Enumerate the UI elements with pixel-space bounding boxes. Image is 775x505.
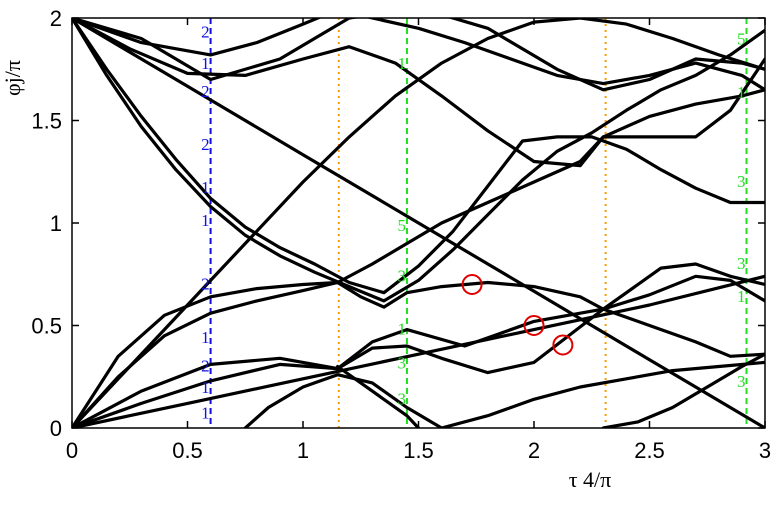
series-line-13 [243, 360, 765, 428]
series-line-8 [72, 57, 765, 428]
annotation-label: 5 [397, 216, 406, 235]
series-line-11 [72, 274, 765, 428]
annotation-label: 1 [201, 211, 210, 230]
highlight-circle-2 [523, 315, 545, 336]
highlight-circle-3 [552, 334, 574, 356]
annotation-label: 1 [201, 404, 210, 423]
x-tick-label: 2.5 [634, 438, 665, 463]
series-line-3 [72, 18, 765, 428]
annotation-label: 5 [737, 30, 746, 49]
annotation-label: 3 [737, 172, 746, 191]
x-tick-label: 1.5 [403, 438, 434, 463]
annotation-label: 2 [201, 135, 210, 154]
series-line-6 [72, 18, 765, 168]
series-line-15 [601, 352, 765, 428]
y-tick-label: 1 [50, 211, 62, 236]
annotation-label: 1 [397, 54, 406, 73]
y-axis-label: φj/π [0, 60, 25, 96]
y-tick-label: 0.5 [31, 314, 62, 339]
series-line-12 [72, 262, 765, 428]
series-line-5 [72, 18, 765, 92]
annotation-label: 3 [397, 266, 406, 285]
axis-ticks: 0 0.5 1 1.5 2 2.5 3 0 0.5 1 1.5 2 [31, 6, 771, 463]
annotation-label: 3 [737, 372, 746, 391]
x-tick-label: 1 [297, 438, 309, 463]
annotation-label: 2 [201, 22, 210, 41]
y-tick-label: 1.5 [31, 109, 62, 134]
annotation-label: 1 [397, 320, 406, 339]
annotation-label: 1 [201, 378, 210, 397]
annotation-label: 3 [737, 254, 746, 273]
annotation-label: 3 [397, 389, 406, 408]
y-tick-label: 2 [50, 6, 62, 31]
series-line-10 [72, 274, 765, 428]
annotation-label: 3 [397, 353, 406, 372]
series-lines [72, 18, 765, 428]
x-tick-label: 3 [759, 438, 771, 463]
annotation-label: 1 [201, 328, 210, 347]
annotation-label: 1 [737, 83, 746, 102]
series-line-9 [72, 280, 765, 428]
annotation-label: 1 [201, 178, 210, 197]
highlight-circle-1 [461, 274, 483, 295]
annotation-label: 2 [201, 356, 210, 375]
series-line-1 [72, 18, 765, 295]
y-tick-label: 0 [50, 416, 62, 441]
line-annotations: 2 1 2 2 1 1 2 1 2 1 1 1 5 3 1 3 3 5 1 3 3 1 3 [201, 22, 745, 422]
series-line-2 [72, 18, 765, 303]
annotation-label: 2 [201, 82, 210, 101]
series-line-4 [72, 18, 765, 92]
reference-lines [209, 18, 748, 428]
x-axis-label: τ 4/π [569, 467, 612, 492]
annotation-label: 2 [201, 274, 210, 293]
highlight-circles [461, 274, 574, 356]
x-tick-label: 2 [528, 438, 540, 463]
x-tick-label: 0 [66, 438, 78, 463]
x-tick-label: 0.5 [172, 438, 203, 463]
annotation-label: 1 [201, 54, 210, 73]
annotation-label: 1 [737, 287, 746, 306]
series-line-14 [336, 364, 421, 428]
